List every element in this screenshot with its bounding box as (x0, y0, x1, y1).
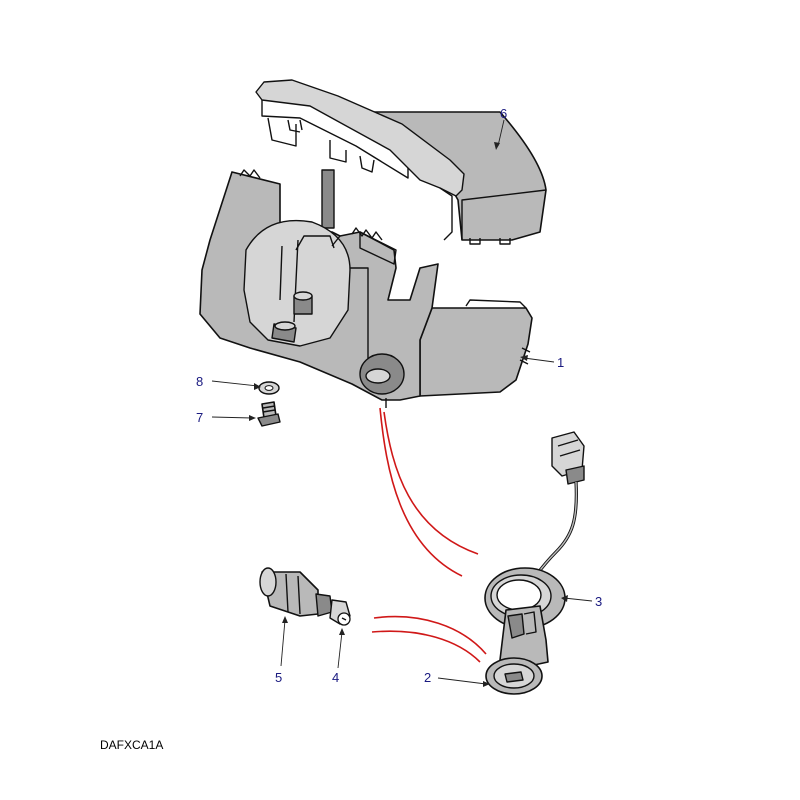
callout-4: 4 (332, 670, 339, 685)
part-2-lighter-socket (485, 605, 549, 695)
callout-8: 8 (196, 374, 203, 389)
part-7-screw (257, 401, 281, 427)
callout-2: 2 (424, 670, 431, 685)
part-8-washer (258, 381, 280, 395)
drawing-code: DAFXCA1A (100, 738, 163, 752)
part-1-lower-shroud (199, 169, 533, 408)
part-4-bulb (329, 599, 351, 626)
leader-lines (211, 119, 593, 687)
part-5-lighter-element (259, 567, 333, 617)
callout-5: 5 (275, 670, 282, 685)
callout-7: 7 (196, 410, 203, 425)
assembly-lines (371, 407, 487, 663)
callout-1: 1 (557, 355, 564, 370)
part-6-upper-cowl (255, 79, 547, 245)
callout-numbers: 1 2 3 4 5 6 7 8 (196, 106, 602, 685)
callout-6: 6 (500, 106, 507, 121)
callout-3: 3 (595, 594, 602, 609)
